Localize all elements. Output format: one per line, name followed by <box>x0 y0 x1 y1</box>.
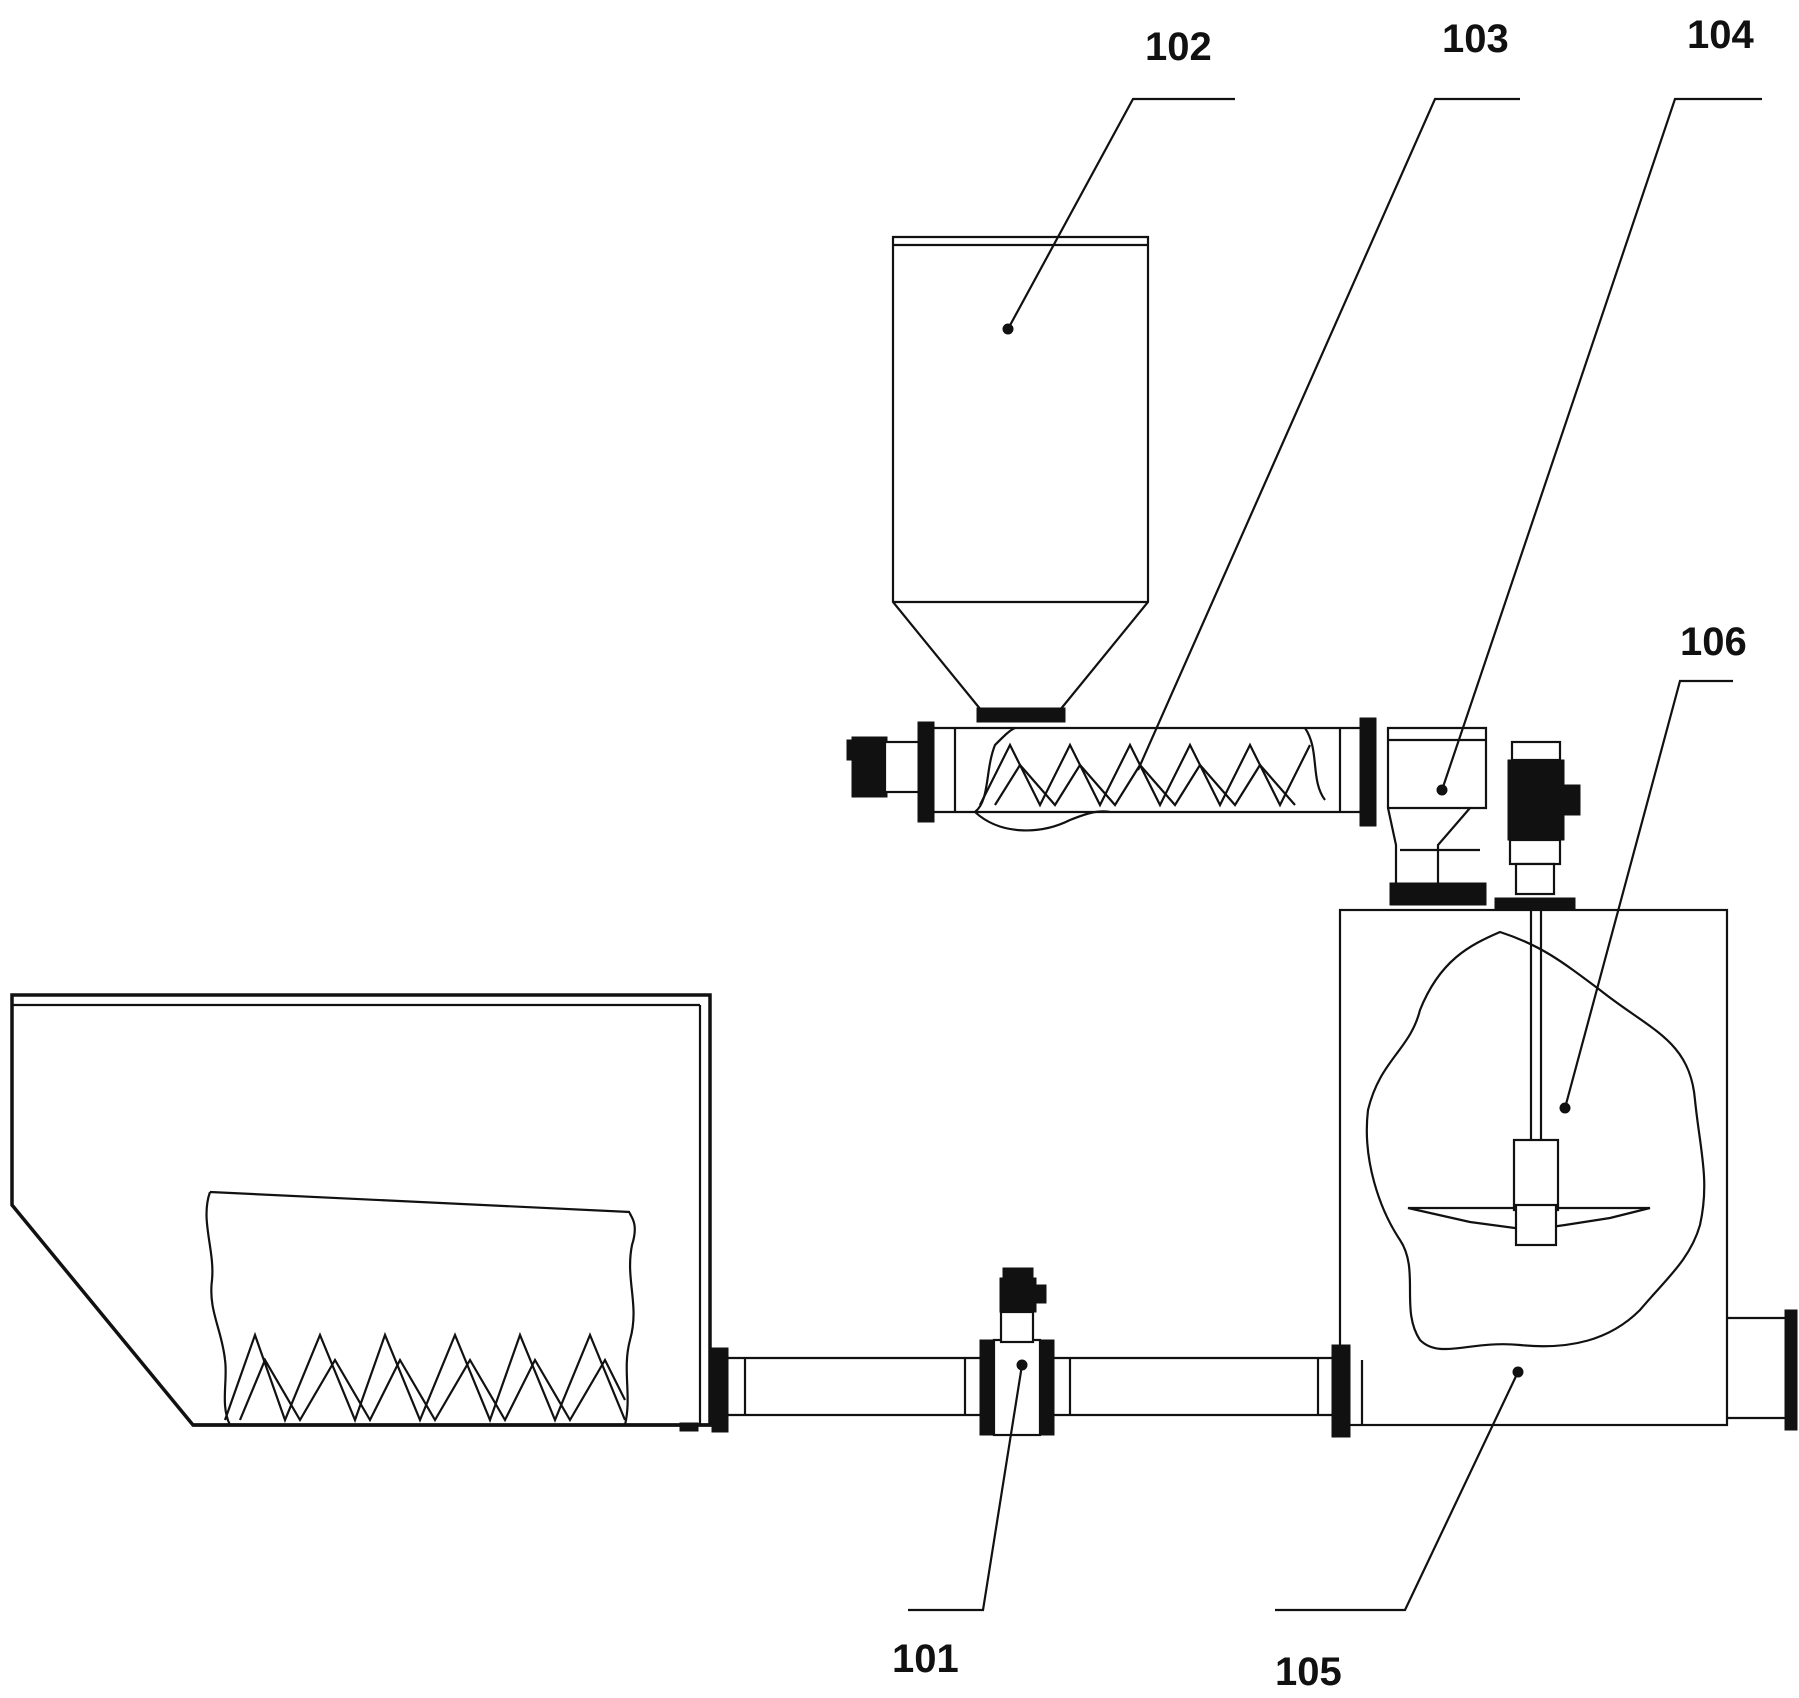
label-102: 102 <box>1145 25 1212 69</box>
label-106: 106 <box>1680 620 1747 664</box>
label-101: 101 <box>892 1637 959 1681</box>
bottom-pipe <box>711 1339 1351 1438</box>
leader-lines <box>908 97 1762 1612</box>
mixing-tank-105 <box>1338 908 1798 1431</box>
left-screw-conveyor <box>193 1331 715 1432</box>
label-103: 103 <box>1442 17 1509 61</box>
pump-101 <box>992 1267 1047 1437</box>
upper-hopper-102 <box>891 235 1150 723</box>
agitator-106 <box>1407 740 1651 1247</box>
label-105: 105 <box>1275 1650 1342 1694</box>
discharge-104 <box>1386 726 1488 906</box>
label-104: 104 <box>1687 13 1754 57</box>
screw-conveyor-103 <box>846 717 1377 832</box>
